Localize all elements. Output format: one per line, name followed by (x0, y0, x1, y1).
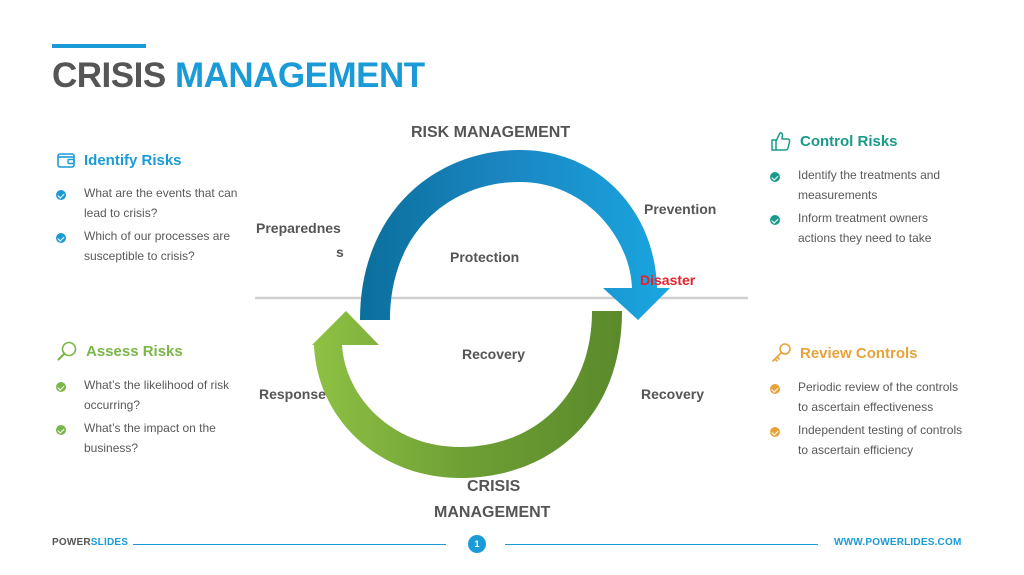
preparedness-label-tail: s (336, 244, 344, 260)
risk-management-label: RISK MANAGEMENT (411, 124, 571, 141)
control-risks-list: Identify the treatments and measurements… (770, 166, 960, 248)
check-icon (770, 172, 780, 182)
key-icon (772, 343, 791, 362)
check-icon (56, 233, 66, 243)
prevention-label: Prevention (644, 201, 717, 217)
control-risks-title: Control Risks (800, 132, 898, 150)
disaster-label: Disaster (640, 272, 696, 288)
review-controls-list: Periodic review of the controls to ascer… (770, 378, 970, 460)
preparedness-label: Preparednes (256, 220, 341, 236)
footer-line-right (505, 544, 818, 545)
check-icon (770, 427, 780, 437)
page-title: CRISIS MANAGEMENT (52, 56, 425, 96)
assess-risks-list: What’s the likelihood of risk occurring?… (56, 376, 246, 458)
control-risks-heading: Control Risks (770, 130, 960, 152)
recovery-right-label: Recovery (641, 386, 705, 402)
list-item: Periodic review of the controls to ascer… (770, 378, 970, 417)
list-item: Identify the treatments and measurements (770, 166, 960, 205)
check-icon (770, 384, 780, 394)
wallet-icon (57, 153, 75, 168)
title-accent-bar (52, 44, 146, 48)
check-icon (56, 190, 66, 200)
crisis-arrow-bottom (312, 311, 622, 478)
crisis-label: CRISIS (467, 478, 521, 495)
check-icon (56, 425, 66, 435)
footer-line-left (133, 544, 446, 545)
assess-risks-section: Assess Risks What’s the likelihood of ri… (56, 340, 246, 462)
list-item: What’s the impact on the business? (56, 419, 246, 458)
page-number-badge: 1 (468, 535, 486, 553)
risk-arrow-top (360, 150, 670, 320)
check-icon (770, 215, 780, 225)
title-word-1: CRISIS (52, 56, 166, 95)
identify-risks-heading: Identify Risks (56, 150, 246, 170)
review-controls-title: Review Controls (800, 344, 918, 362)
footer-url: WWW.POWERLIDES.COM (834, 537, 962, 548)
identify-risks-section: Identify Risks What are the events that … (56, 150, 246, 270)
review-controls-heading: Review Controls (770, 342, 970, 364)
management-label: MANAGEMENT (434, 504, 551, 521)
list-item: Which of our processes are susceptible t… (56, 227, 246, 266)
control-risks-section: Control Risks Identify the treatments an… (770, 130, 960, 252)
list-item: What’s the likelihood of risk occurring? (56, 376, 246, 415)
protection-label: Protection (450, 249, 520, 265)
magnifier-icon (57, 341, 77, 361)
identify-risks-title: Identify Risks (84, 151, 182, 169)
list-item: Inform treatment owners actions they nee… (770, 209, 960, 248)
list-item: Independent testing of controls to ascer… (770, 421, 970, 460)
review-controls-section: Review Controls Periodic review of the c… (770, 342, 970, 464)
check-icon (56, 382, 66, 392)
assess-risks-heading: Assess Risks (56, 340, 246, 362)
identify-risks-list: What are the events that can lead to cri… (56, 184, 246, 266)
list-item: What are the events that can lead to cri… (56, 184, 246, 223)
recovery-center-label: Recovery (462, 346, 526, 362)
response-label: Response (259, 386, 326, 402)
assess-risks-title: Assess Risks (86, 342, 183, 360)
footer-brand: POWERSLIDES (52, 537, 129, 548)
thumbs-up-icon (771, 132, 791, 151)
title-word-2: MANAGEMENT (174, 56, 425, 95)
